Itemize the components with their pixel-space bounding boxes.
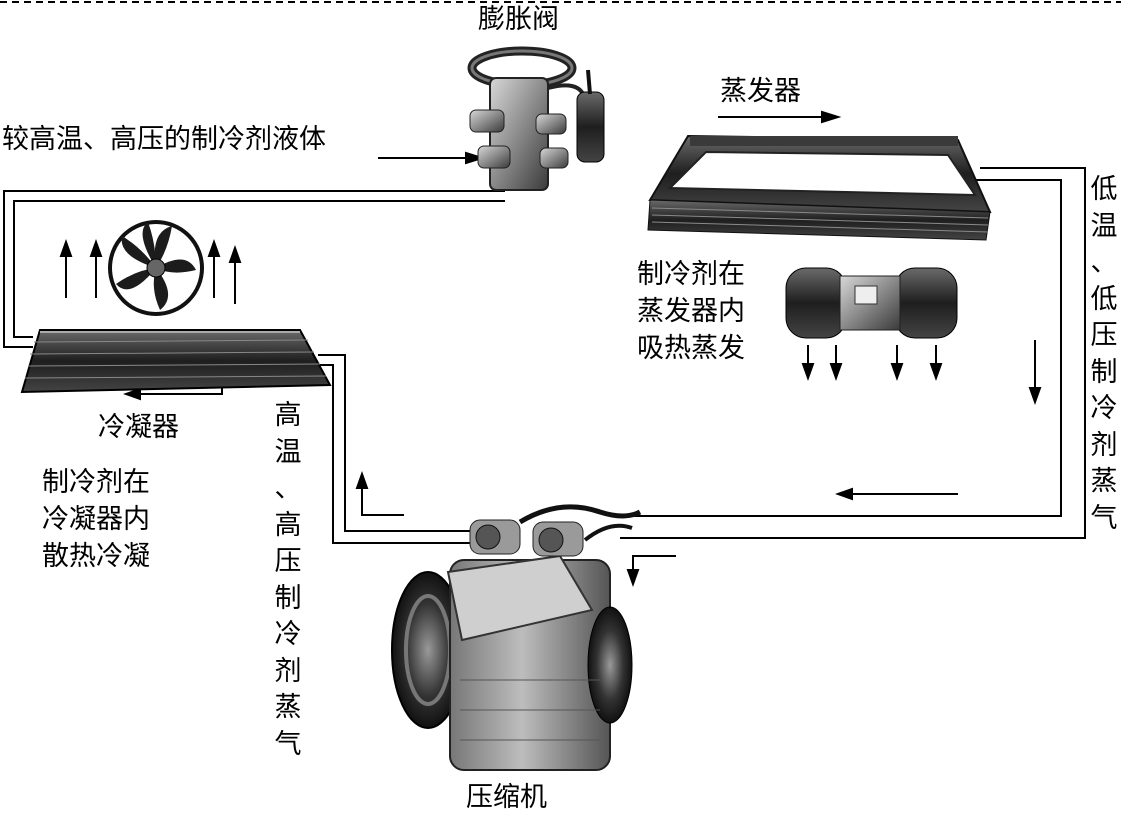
evaporator-label: 蒸发器 — [720, 76, 801, 107]
liquid-refrigerant-label: 较高温、高压的制冷剂液体 — [2, 124, 326, 155]
refrigerant-pipes — [3, 167, 1086, 544]
condenser-image — [20, 329, 332, 394]
condenser-label: 冷凝器 — [98, 412, 179, 443]
compressor-image — [391, 504, 642, 771]
fan-image — [108, 220, 204, 316]
blower-image — [785, 267, 958, 339]
expansion-valve-label: 膨胀阀 — [478, 4, 559, 35]
condenser-note: 制冷剂在 冷凝器内 散热冷凝 — [42, 467, 150, 572]
evaporator-note: 制冷剂在 蒸发器内 吸热蒸发 — [637, 259, 745, 364]
expansion-valve-image — [467, 46, 605, 191]
compressor-label: 压缩机 — [466, 782, 547, 813]
high-pressure-vapor-label: 高 温 、 高 压 制 冷 剂 蒸 气 — [274, 400, 302, 760]
evaporator-image — [647, 134, 992, 241]
low-pressure-vapor-label: 低 温 、 低 压 制 冷 剂 蒸 气 — [1090, 174, 1118, 534]
